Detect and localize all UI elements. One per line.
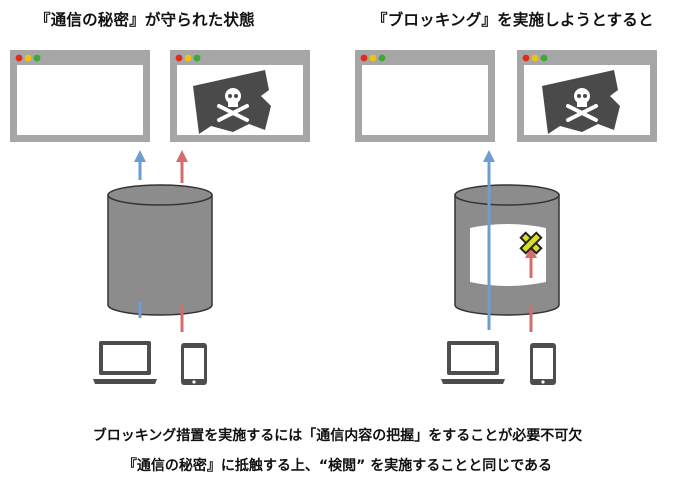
caption-line-1: ブロッキング措置を実施するには「通信内容の把握」をすることが必要不可欠 (92, 428, 583, 444)
title-left: 『通信の秘密』が守られた状態 (35, 11, 255, 29)
diagram-canvas (10, 50, 657, 385)
right-window-normal (355, 50, 495, 142)
caption-line-2: 『通信の秘密』に抵触する上、“検閲” を実施することと同じである (122, 458, 553, 474)
right-server (454, 184, 560, 316)
browser-window-icon (355, 50, 495, 142)
block-x-icon (519, 231, 543, 255)
laptop-icon (93, 341, 157, 384)
title-right: 『ブロッキング』を実施しようとすると (372, 11, 654, 29)
tablet-icon (530, 343, 556, 385)
left-window-normal (10, 50, 150, 142)
browser-window-icon (10, 50, 150, 142)
tablet-icon (181, 343, 207, 385)
left-window-pirate (170, 50, 310, 142)
right-window-pirate (517, 50, 657, 142)
laptop-icon (441, 341, 505, 384)
left-server (107, 184, 213, 316)
